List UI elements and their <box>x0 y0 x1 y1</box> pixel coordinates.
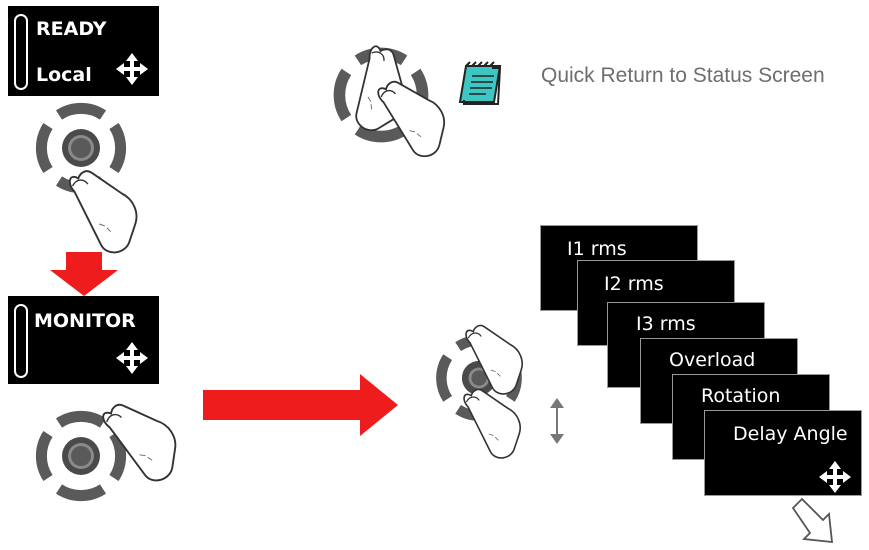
screen-card-delay-angle: Delay Angle <box>704 410 862 496</box>
screen-card-label: Overload <box>669 349 756 371</box>
status-display-ready: READY Local <box>8 6 159 96</box>
screen-card-label: I3 rms <box>636 313 696 335</box>
screen-card-label: I2 rms <box>604 273 664 295</box>
screen-card-label: Rotation <box>701 385 781 407</box>
up-down-arrow-icon <box>550 398 564 444</box>
display-side-bar <box>14 304 28 378</box>
screen-card-label: Delay Angle <box>733 423 848 445</box>
display-line-1: READY <box>36 18 107 40</box>
screen-card-label: I1 rms <box>567 238 627 260</box>
notepad-icon <box>458 61 502 105</box>
display-side-bar <box>14 14 28 90</box>
display-line-1: MONITOR <box>34 310 136 332</box>
quick-return-caption: Quick Return to Status Screen <box>541 64 825 87</box>
status-display-monitor: MONITOR <box>8 296 159 384</box>
display-line-2: Local <box>36 64 92 86</box>
